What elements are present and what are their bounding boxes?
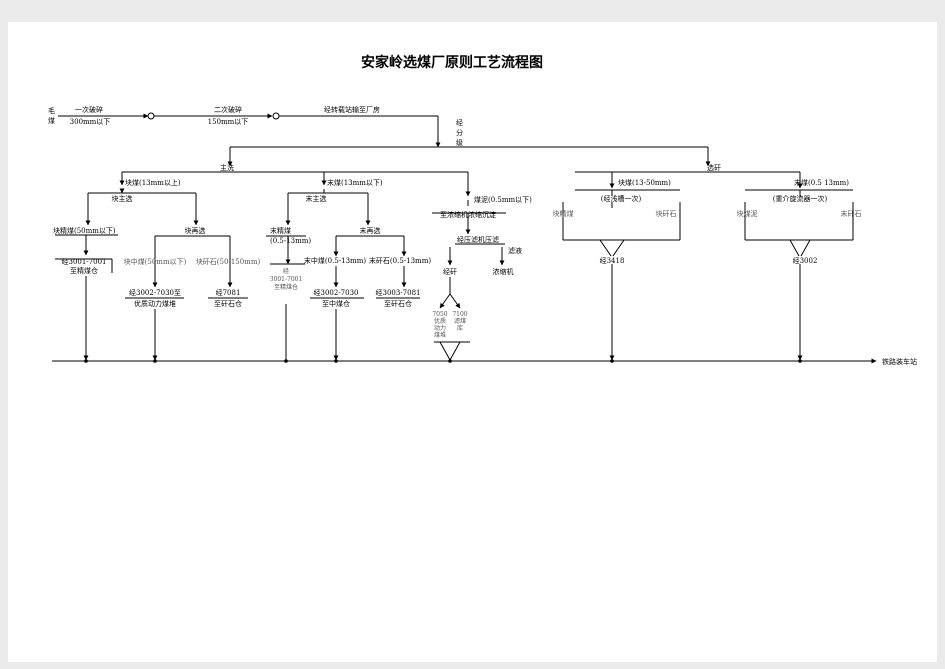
junction-dots <box>84 359 802 363</box>
fines-clean-label: 末精煤 <box>270 226 291 235</box>
jig-label: (经浅槽一次) <box>601 194 642 203</box>
output-3418: 经3418 <box>600 256 625 265</box>
bypass-fines-label: 末煤(0.5 13mm) <box>794 178 849 187</box>
lump-middling-bin: 优质动力煤堆 <box>134 299 176 308</box>
bypass-lump-label: 块煤(13-50mm) <box>618 178 671 187</box>
slime-out-1-line-1: 7050 <box>432 311 447 318</box>
jig-clean-label: 块精煤 <box>553 209 574 218</box>
fines-middling-bin: 至中煤仓 <box>322 299 350 308</box>
fines-clean-code-2: 3001-7001 <box>270 276 303 283</box>
slime-out-2-line-2: 滤煤 <box>454 317 466 325</box>
fines-gangue-label: 末矸石(0.5-13mm) <box>369 256 431 265</box>
page-sheet <box>8 22 937 662</box>
fines-middling-label: 末中煤(0.5-13mm) <box>304 256 366 265</box>
thickener-return-label: 浓缩机 <box>493 267 514 276</box>
fines-clean-size: (0.5-13mm) <box>270 237 311 245</box>
rail-loading-label: 铁路装车站 <box>882 357 917 366</box>
lump-coal-label: 块煤(13mm以上) <box>125 178 181 187</box>
secondary-crush-size: 150mm以下 <box>208 118 249 126</box>
filtrate-label: 滤液 <box>508 246 522 255</box>
primary-crush-label: 一次破碎 <box>75 105 103 114</box>
classify-label-3: 级 <box>456 138 463 147</box>
thickener-label: 至浓缩机浓缩沉淀 <box>440 210 496 219</box>
bypass-label: 选矸 <box>707 163 721 172</box>
slime-out-1-line-3: 动力 <box>434 324 446 332</box>
lump-middling-label: 块中煤(50mm以下) <box>124 257 187 266</box>
fines-clean-bin: 至精煤仓 <box>274 283 298 291</box>
lump-gangue-label: 块矸石(50-150mm) <box>196 257 261 266</box>
fines-rewash-label: 末再选 <box>360 226 381 235</box>
primary-crush-size: 300mm以下 <box>70 118 111 126</box>
fines-middling-code: 经3002-7030 <box>314 288 359 297</box>
slime-label: 煤泥(0.5mm以下) <box>474 195 532 204</box>
raw-coal-label-2: 煤 <box>48 116 55 125</box>
fines-coal-label: 末煤(13mm以下) <box>327 178 383 187</box>
lump-main-label: 块主选 <box>112 194 133 203</box>
cyclone-clean-label: 块煤泥 <box>737 209 758 218</box>
cyclone-gangue-label: 末矸石 <box>841 209 862 218</box>
lump-middling-code: 经3002-7030至 <box>129 288 181 297</box>
raw-coal-label-1: 毛 <box>48 106 55 115</box>
classify-label-1: 经 <box>456 118 463 127</box>
lump-clean-bin: 至精煤仓 <box>70 266 98 275</box>
slime-out-1-line-4: 煤堆 <box>434 331 446 339</box>
cyclone-label: (重介旋流器一次) <box>773 194 828 203</box>
slime-out-2-line-1: 7100 <box>452 311 467 318</box>
secondary-crush-label: 二次破碎 <box>214 105 242 114</box>
lump-rewash-label: 块再选 <box>185 226 206 235</box>
transport-label: 经转载站输至厂房 <box>324 105 380 114</box>
main-wash-label: 主洗 <box>220 163 234 172</box>
fines-gangue-code: 经3003-7081 <box>376 288 421 297</box>
jig-gangue-label: 块矸石 <box>656 209 677 218</box>
slime-out-1-line-2: 优质 <box>434 317 446 325</box>
diagram-title: 安家岭选煤厂原则工艺流程图 <box>361 54 543 71</box>
lump-gangue-code: 经7081 <box>216 288 241 297</box>
lump-clean-label: 块精煤(50mm以下) <box>53 226 116 235</box>
fines-clean-code-1: 经 <box>283 267 289 275</box>
lump-gangue-bin: 至矸石仓 <box>214 299 242 308</box>
fines-gangue-bin: 至矸石仓 <box>384 299 412 308</box>
slime-out-2-line-3: 库 <box>457 324 463 332</box>
lump-clean-code: 经3001-7001 <box>62 257 107 266</box>
output-3002: 经3002 <box>793 256 818 265</box>
classify-label-2: 分 <box>456 128 463 137</box>
filter-press-label: 经压滤机压滤 <box>457 235 499 244</box>
fines-main-label: 末主选 <box>306 194 327 203</box>
filter-cake-label: 经矸 <box>443 267 457 276</box>
flow-lines <box>52 112 877 364</box>
